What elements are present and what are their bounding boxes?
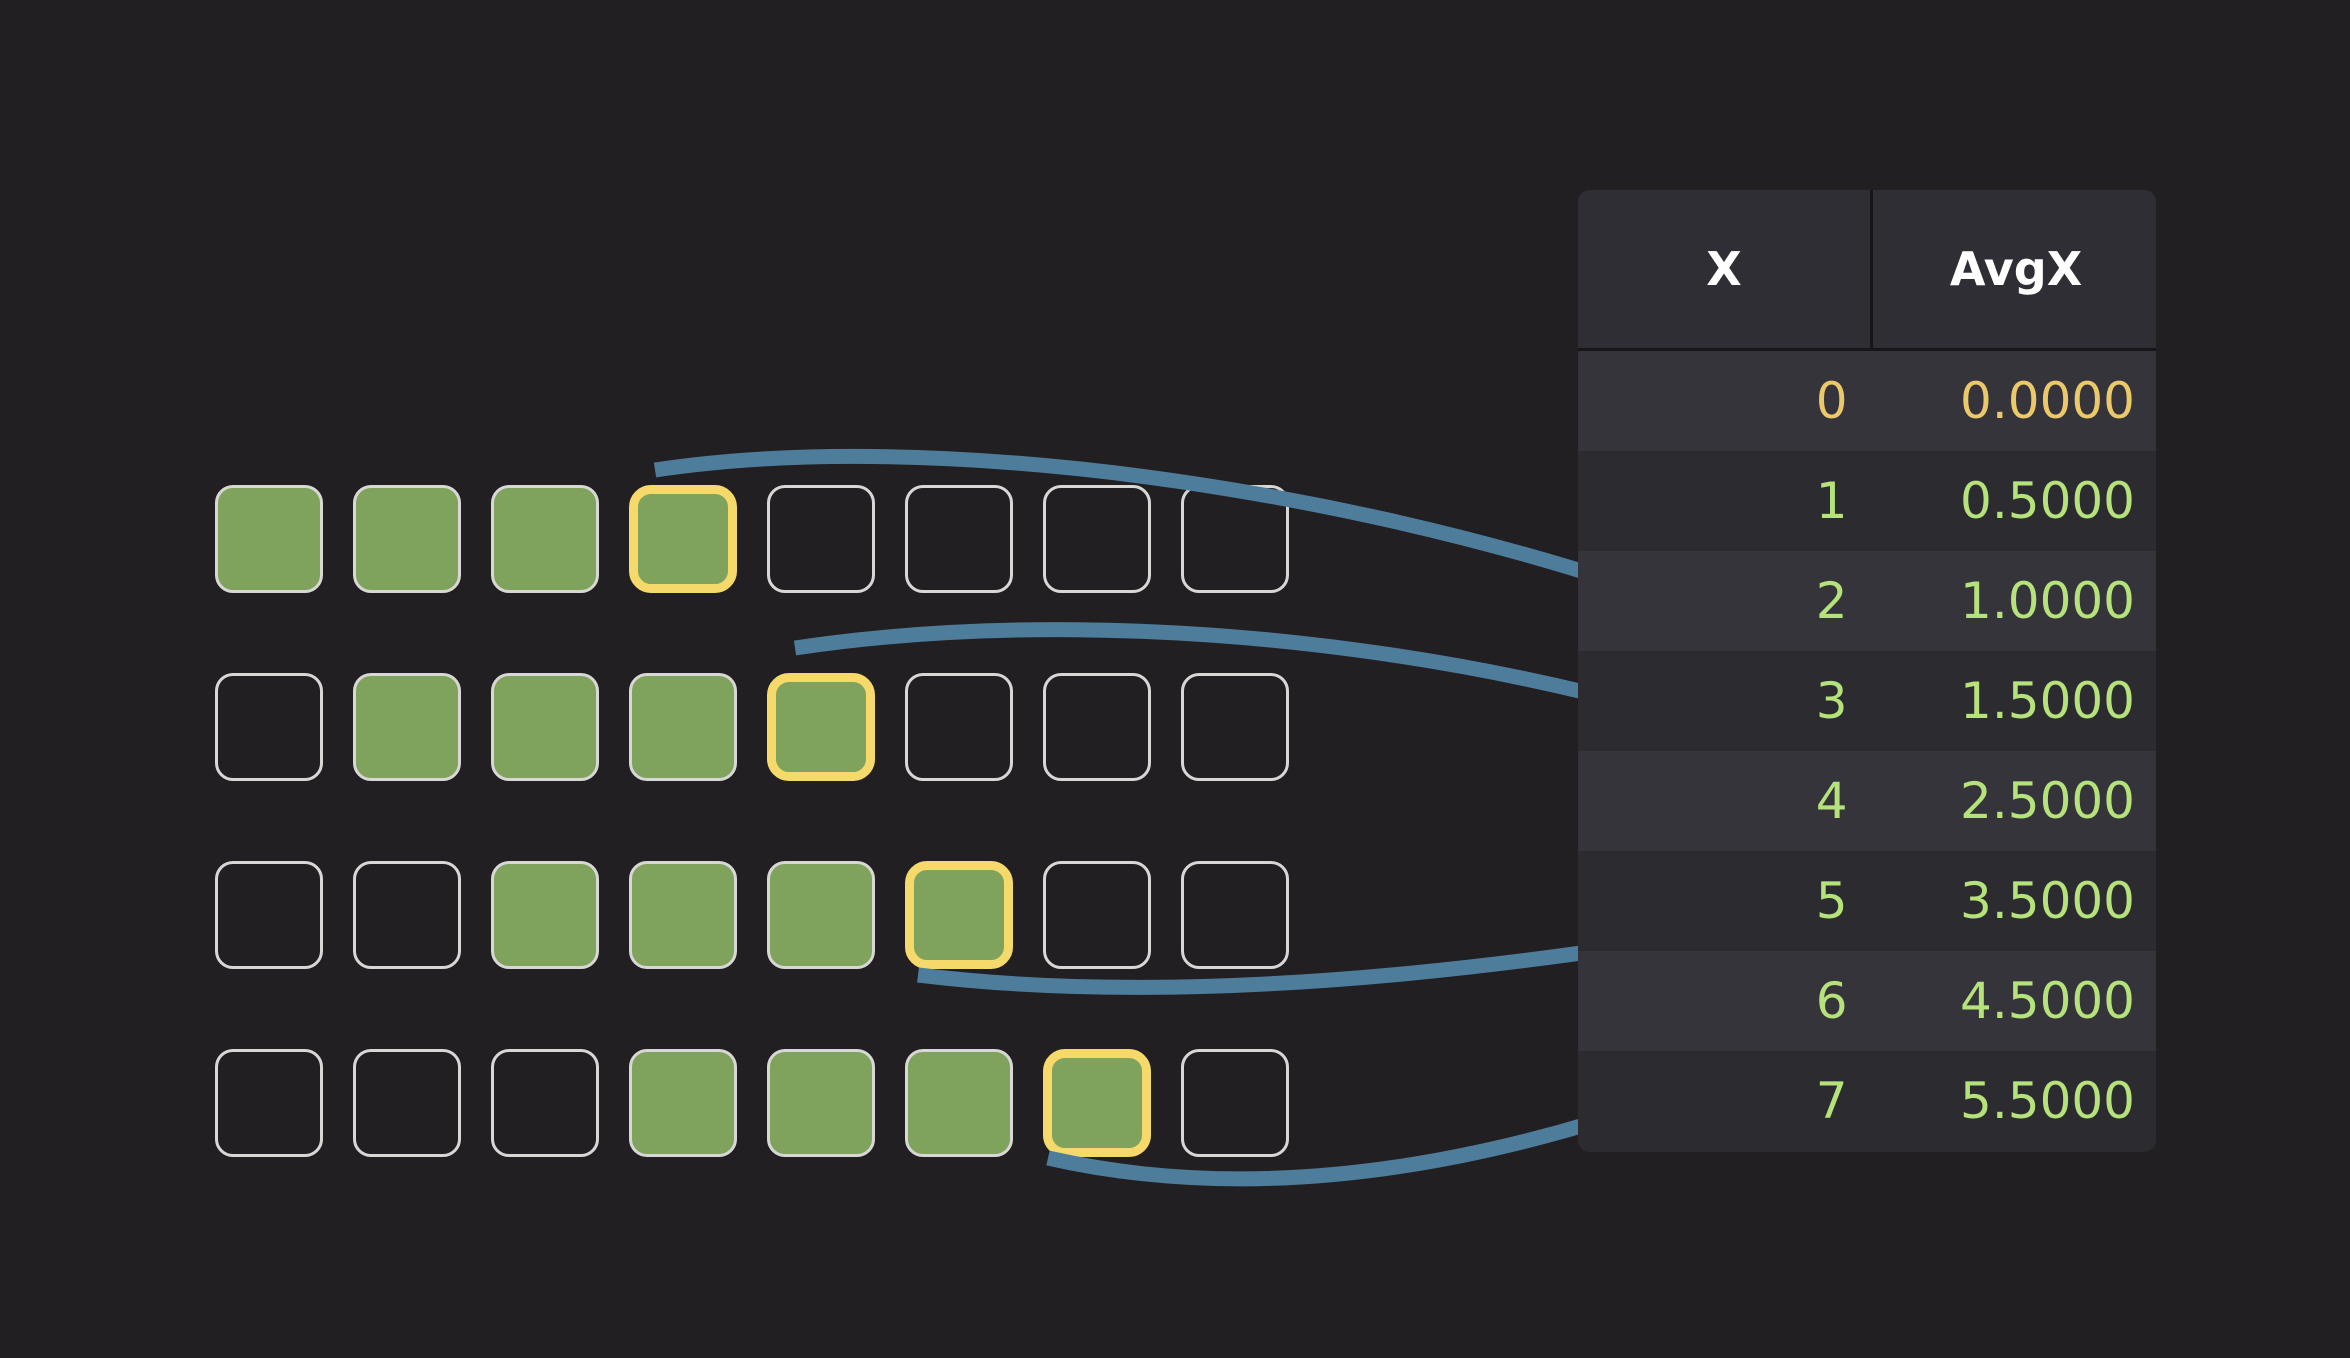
cell-avgx-value: 1.5000 xyxy=(1871,651,2156,751)
grid-cell-empty[interactable] xyxy=(353,861,461,969)
grid-cell-empty[interactable] xyxy=(905,485,1013,593)
cell-x-value: 3 xyxy=(1578,651,1872,751)
grid-cell-empty[interactable] xyxy=(215,673,323,781)
grid-cell-filled[interactable] xyxy=(491,673,599,781)
column-header-avgx[interactable]: AvgX xyxy=(1871,190,2156,351)
grid-cell-empty[interactable] xyxy=(215,861,323,969)
cell-avgx-value: 1.0000 xyxy=(1871,551,2156,651)
grid-cell-filled[interactable] xyxy=(629,1049,737,1157)
grid-cell-empty[interactable] xyxy=(905,673,1013,781)
cell-avgx-value: 4.5000 xyxy=(1871,951,2156,1051)
grid-cell-filled[interactable] xyxy=(353,673,461,781)
grid-cell-empty[interactable] xyxy=(491,1049,599,1157)
grid-cell-highlighted[interactable] xyxy=(629,485,737,593)
grid-cell-empty[interactable] xyxy=(1043,673,1151,781)
cell-x-value: 6 xyxy=(1578,951,1872,1051)
grid-cell-empty[interactable] xyxy=(1181,673,1289,781)
cell-x-value: 5 xyxy=(1578,851,1872,951)
grid-cell-filled[interactable] xyxy=(491,861,599,969)
grid-cell-empty[interactable] xyxy=(1181,861,1289,969)
window-row xyxy=(215,1049,1289,1157)
grid-cell-highlighted[interactable] xyxy=(905,861,1013,969)
grid-cell-filled[interactable] xyxy=(491,485,599,593)
grid-cell-empty[interactable] xyxy=(1043,861,1151,969)
table-header-row: X AvgX xyxy=(1578,190,2156,351)
cell-x-value: 7 xyxy=(1578,1051,1872,1151)
cell-avgx-value: 5.5000 xyxy=(1871,1051,2156,1151)
cell-avgx-value: 2.5000 xyxy=(1871,751,2156,851)
grid-cell-empty[interactable] xyxy=(1181,1049,1289,1157)
grid-cell-filled[interactable] xyxy=(353,485,461,593)
window-row xyxy=(215,673,1289,781)
grid-cell-filled[interactable] xyxy=(767,1049,875,1157)
table-head: X AvgX xyxy=(1578,190,2156,351)
grid-cell-filled[interactable] xyxy=(905,1049,1013,1157)
grid-cell-filled[interactable] xyxy=(629,861,737,969)
grid-cell-empty[interactable] xyxy=(1043,485,1151,593)
window-grid xyxy=(215,485,1289,1157)
cell-avgx-value: 0.5000 xyxy=(1871,451,2156,551)
window-row xyxy=(215,485,1289,593)
grid-cell-empty[interactable] xyxy=(353,1049,461,1157)
grid-cell-empty[interactable] xyxy=(767,485,875,593)
window-row xyxy=(215,861,1289,969)
grid-cell-highlighted[interactable] xyxy=(1043,1049,1151,1157)
grid-cell-filled[interactable] xyxy=(629,673,737,781)
cell-avgx-value: 3.5000 xyxy=(1871,851,2156,951)
grid-cell-empty[interactable] xyxy=(1181,485,1289,593)
grid-cell-highlighted[interactable] xyxy=(767,673,875,781)
grid-cell-filled[interactable] xyxy=(215,485,323,593)
cell-x-value: 0 xyxy=(1578,349,1872,451)
cell-avgx-value: 0.0000 xyxy=(1871,349,2156,451)
grid-cell-filled[interactable] xyxy=(767,861,875,969)
column-header-x[interactable]: X xyxy=(1578,190,1873,351)
cell-x-value: 4 xyxy=(1578,751,1872,851)
cell-x-value: 1 xyxy=(1578,451,1872,551)
grid-cell-empty[interactable] xyxy=(215,1049,323,1157)
cell-x-value: 2 xyxy=(1578,551,1872,651)
